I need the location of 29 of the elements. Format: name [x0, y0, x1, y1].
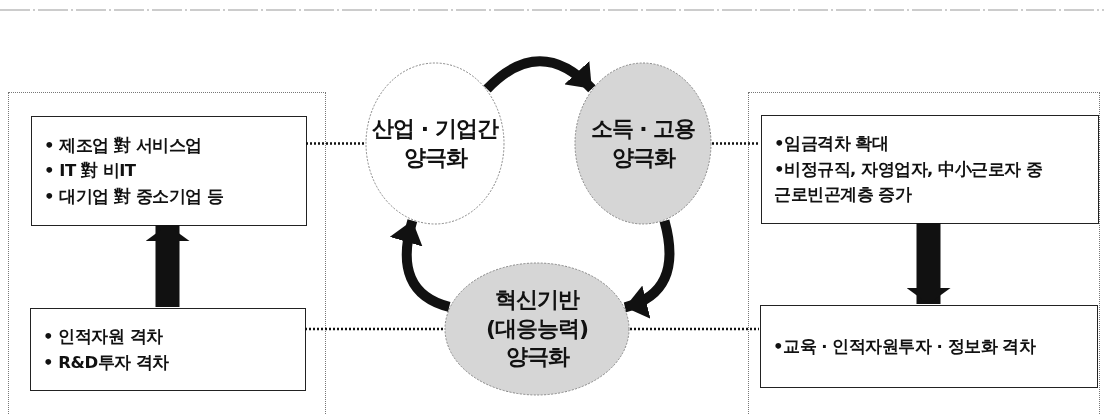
- block-arrow: [145, 225, 190, 307]
- curved-arrow: [623, 219, 675, 318]
- list-item: • 인적자원 격차: [43, 325, 164, 348]
- list-item: • R&D투자 격차: [43, 351, 170, 374]
- ellipse-node: [574, 62, 712, 225]
- text-box: [760, 305, 1098, 388]
- dotted-panel: [748, 92, 1100, 414]
- list-item: •교육 · 인적자원투자 · 정보화 격차: [773, 335, 1037, 358]
- dotted-panel: [8, 92, 326, 414]
- dotted-connector: [630, 327, 759, 331]
- node-label: 혁신기반 (대응능력) 양극화: [484, 286, 590, 372]
- curved-arrow: [390, 219, 451, 312]
- dotted-connector: [306, 142, 365, 145]
- list-item: •임금격차 확대: [774, 133, 890, 156]
- node-label: 소득 · 고용 양극화: [589, 114, 697, 172]
- list-item: • 제조업 對 서비스업: [44, 134, 203, 157]
- text-box: [31, 116, 307, 226]
- list-item: • 대기업 對 중소기업 등: [44, 185, 225, 208]
- block-arrow: [906, 223, 951, 304]
- dotted-connector: [712, 142, 760, 145]
- list-item: • IT 對 비IT: [44, 160, 137, 183]
- dotted-connector: [305, 327, 444, 331]
- text-box: [761, 115, 1099, 224]
- list-item: •비정규직, 자영업자, 中小근로자 중 근로빈곤계층 증가: [774, 158, 1044, 207]
- ellipse-node: [444, 262, 630, 396]
- ellipse-node: [365, 62, 505, 225]
- curved-arrow: [483, 56, 596, 93]
- text-box: [30, 308, 306, 391]
- node-label: 산업 · 기업간 양극화: [371, 114, 500, 172]
